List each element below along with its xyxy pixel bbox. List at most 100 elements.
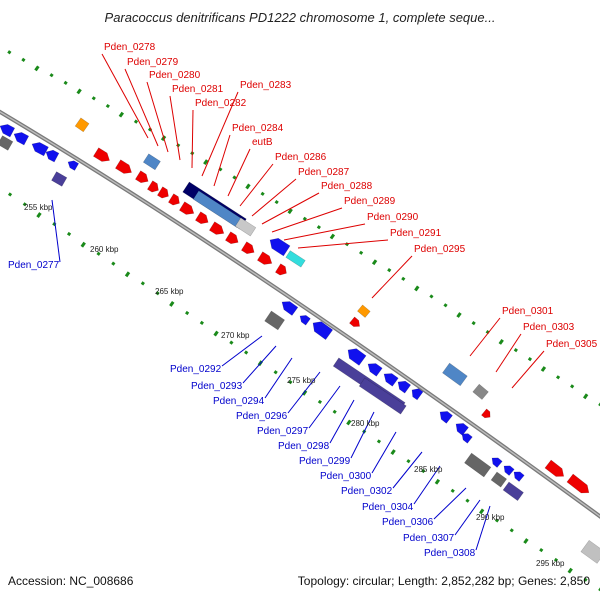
gene-label-reverse[interactable]: Pden_0299 — [299, 456, 351, 467]
gc-skew-dot — [273, 370, 278, 375]
reverse-cds-arrow[interactable] — [44, 148, 60, 163]
gc-skew-dot — [96, 251, 101, 256]
gene-label-forward[interactable]: Pden_0282 — [195, 98, 247, 109]
reverse-cds-arrow[interactable] — [267, 235, 291, 257]
leader-line — [271, 207, 343, 233]
reverse-cds-arrow[interactable] — [460, 431, 473, 444]
reverse-cds-arrow[interactable] — [489, 455, 503, 468]
reverse-cds-arrow[interactable] — [0, 122, 16, 138]
forward-cds-arrow[interactable] — [179, 201, 196, 218]
gc-skew-dot — [199, 320, 204, 325]
reverse-cds-arrow[interactable] — [409, 386, 424, 401]
reverse-cds-arrow[interactable] — [298, 313, 311, 326]
forward-cds-arrow[interactable] — [135, 170, 150, 186]
gene-label-forward[interactable]: Pden_0281 — [172, 84, 224, 95]
gene-label-forward[interactable]: eutB — [252, 137, 273, 148]
reverse-cds-arrow[interactable] — [437, 408, 453, 424]
cds-block-orange[interactable] — [74, 117, 90, 133]
reverse-cds-arrow[interactable] — [453, 420, 469, 436]
cds-block-steelblue[interactable] — [142, 153, 161, 171]
gene-label-forward[interactable]: Pden_0286 — [275, 152, 327, 163]
gc-skew-dot — [414, 285, 420, 292]
gene-label-forward[interactable]: Pden_0290 — [367, 212, 419, 223]
reverse-cds-arrow[interactable] — [511, 469, 525, 482]
cds-block-steelblue[interactable] — [442, 362, 468, 387]
forward-cds-arrow[interactable] — [225, 231, 240, 247]
forward-cds-arrow[interactable] — [168, 193, 182, 208]
cds-block-cyan[interactable] — [285, 250, 306, 268]
gene-label-reverse[interactable]: Pden_0297 — [257, 426, 309, 437]
leader-line — [392, 451, 423, 489]
gene-label-forward[interactable]: Pden_0301 — [502, 306, 554, 317]
gene-label-reverse[interactable]: Pden_0292 — [170, 364, 222, 375]
leader-line — [350, 411, 375, 459]
forward-cds-arrow[interactable] — [566, 473, 592, 497]
forward-cds-arrow[interactable] — [209, 221, 226, 238]
cds-block-grey[interactable] — [234, 217, 257, 237]
forward-cds-arrow[interactable] — [257, 251, 274, 268]
gene-label-forward[interactable]: Pden_0303 — [523, 322, 575, 333]
gene-label-reverse[interactable]: Pden_0298 — [278, 441, 330, 452]
forward-cds-arrow[interactable] — [93, 147, 112, 165]
gc-skew-dot — [456, 312, 462, 318]
gene-label-forward[interactable]: Pden_0287 — [298, 167, 350, 178]
gene-label-reverse[interactable]: Pden_0293 — [191, 381, 243, 392]
gene-label-forward[interactable]: Pden_0295 — [414, 244, 466, 255]
cds-block-grey[interactable] — [264, 310, 285, 331]
forward-cds-arrow[interactable] — [349, 316, 362, 330]
gc-skew-dot — [316, 225, 321, 230]
reverse-cds-arrow[interactable] — [395, 378, 411, 394]
gene-label-reverse[interactable]: Pden_0308 — [424, 548, 476, 559]
gene-label-forward[interactable]: Pden_0291 — [390, 228, 442, 239]
gene-label-reverse[interactable]: Pden_0296 — [236, 411, 288, 422]
cds-block-grey[interactable] — [464, 452, 492, 478]
reverse-cds-arrow[interactable] — [501, 463, 515, 476]
gene-label-forward[interactable]: Pden_0284 — [232, 123, 284, 134]
reverse-cds-arrow[interactable] — [365, 360, 383, 377]
leader-line — [239, 163, 274, 207]
gene-label-forward[interactable]: Pden_0279 — [127, 57, 179, 68]
gene-label-reverse[interactable]: Pden_0277 — [8, 260, 60, 271]
gene-label-forward[interactable]: Pden_0283 — [240, 80, 292, 91]
gene-label-forward[interactable]: Pden_0280 — [149, 70, 201, 81]
forward-cds-arrow[interactable] — [275, 263, 289, 278]
cds-block-slate[interactable] — [358, 377, 407, 415]
forward-cds-arrow[interactable] — [481, 408, 492, 420]
reverse-cds-arrow[interactable] — [279, 298, 299, 316]
cds-block-slate[interactable] — [502, 481, 524, 501]
forward-cds-arrow[interactable] — [147, 180, 161, 195]
gene-label-forward[interactable]: Pden_0288 — [321, 181, 373, 192]
cds-block-grey[interactable] — [472, 383, 489, 400]
gc-skew-dot — [523, 538, 529, 544]
gene-label-reverse[interactable]: Pden_0307 — [403, 533, 455, 544]
cds-block-slate[interactable] — [51, 171, 68, 187]
forward-cds-arrow[interactable] — [157, 186, 171, 201]
reverse-cds-arrow[interactable] — [381, 370, 399, 387]
gene-label-reverse[interactable]: Pden_0302 — [341, 486, 393, 497]
forward-cds-arrow[interactable] — [115, 159, 134, 177]
gene-label-forward[interactable]: Pden_0278 — [104, 42, 156, 53]
forward-cds-arrow[interactable] — [195, 211, 210, 227]
gene-label-forward[interactable]: Pden_0305 — [546, 339, 598, 350]
forward-cds-arrow[interactable] — [241, 241, 256, 257]
reverse-cds-arrow[interactable] — [12, 130, 30, 146]
gene-label-reverse[interactable]: Pden_0306 — [382, 517, 434, 528]
tick-label: 275 kbp — [287, 376, 316, 385]
cds-block-grey[interactable] — [490, 471, 507, 488]
gc-skew-dot — [450, 488, 455, 493]
gene-label-reverse[interactable]: Pden_0304 — [362, 502, 414, 513]
reverse-cds-arrow[interactable] — [309, 318, 334, 340]
cds-block-orange[interactable] — [357, 304, 371, 318]
gene-label-forward[interactable]: Pden_0289 — [344, 196, 396, 207]
gc-skew-dot — [527, 357, 533, 362]
cds-block-grey[interactable] — [0, 135, 14, 151]
backbone-track — [0, 109, 600, 519]
reverse-cds-arrow[interactable] — [344, 345, 367, 366]
cds-block-grey[interactable] — [580, 539, 600, 564]
reverse-cds-arrow[interactable] — [66, 159, 80, 171]
forward-cds-arrow[interactable] — [544, 459, 567, 480]
reverse-cds-arrow[interactable] — [30, 140, 49, 157]
gene-label-reverse[interactable]: Pden_0294 — [213, 396, 265, 407]
gene-label-reverse[interactable]: Pden_0300 — [320, 471, 372, 482]
